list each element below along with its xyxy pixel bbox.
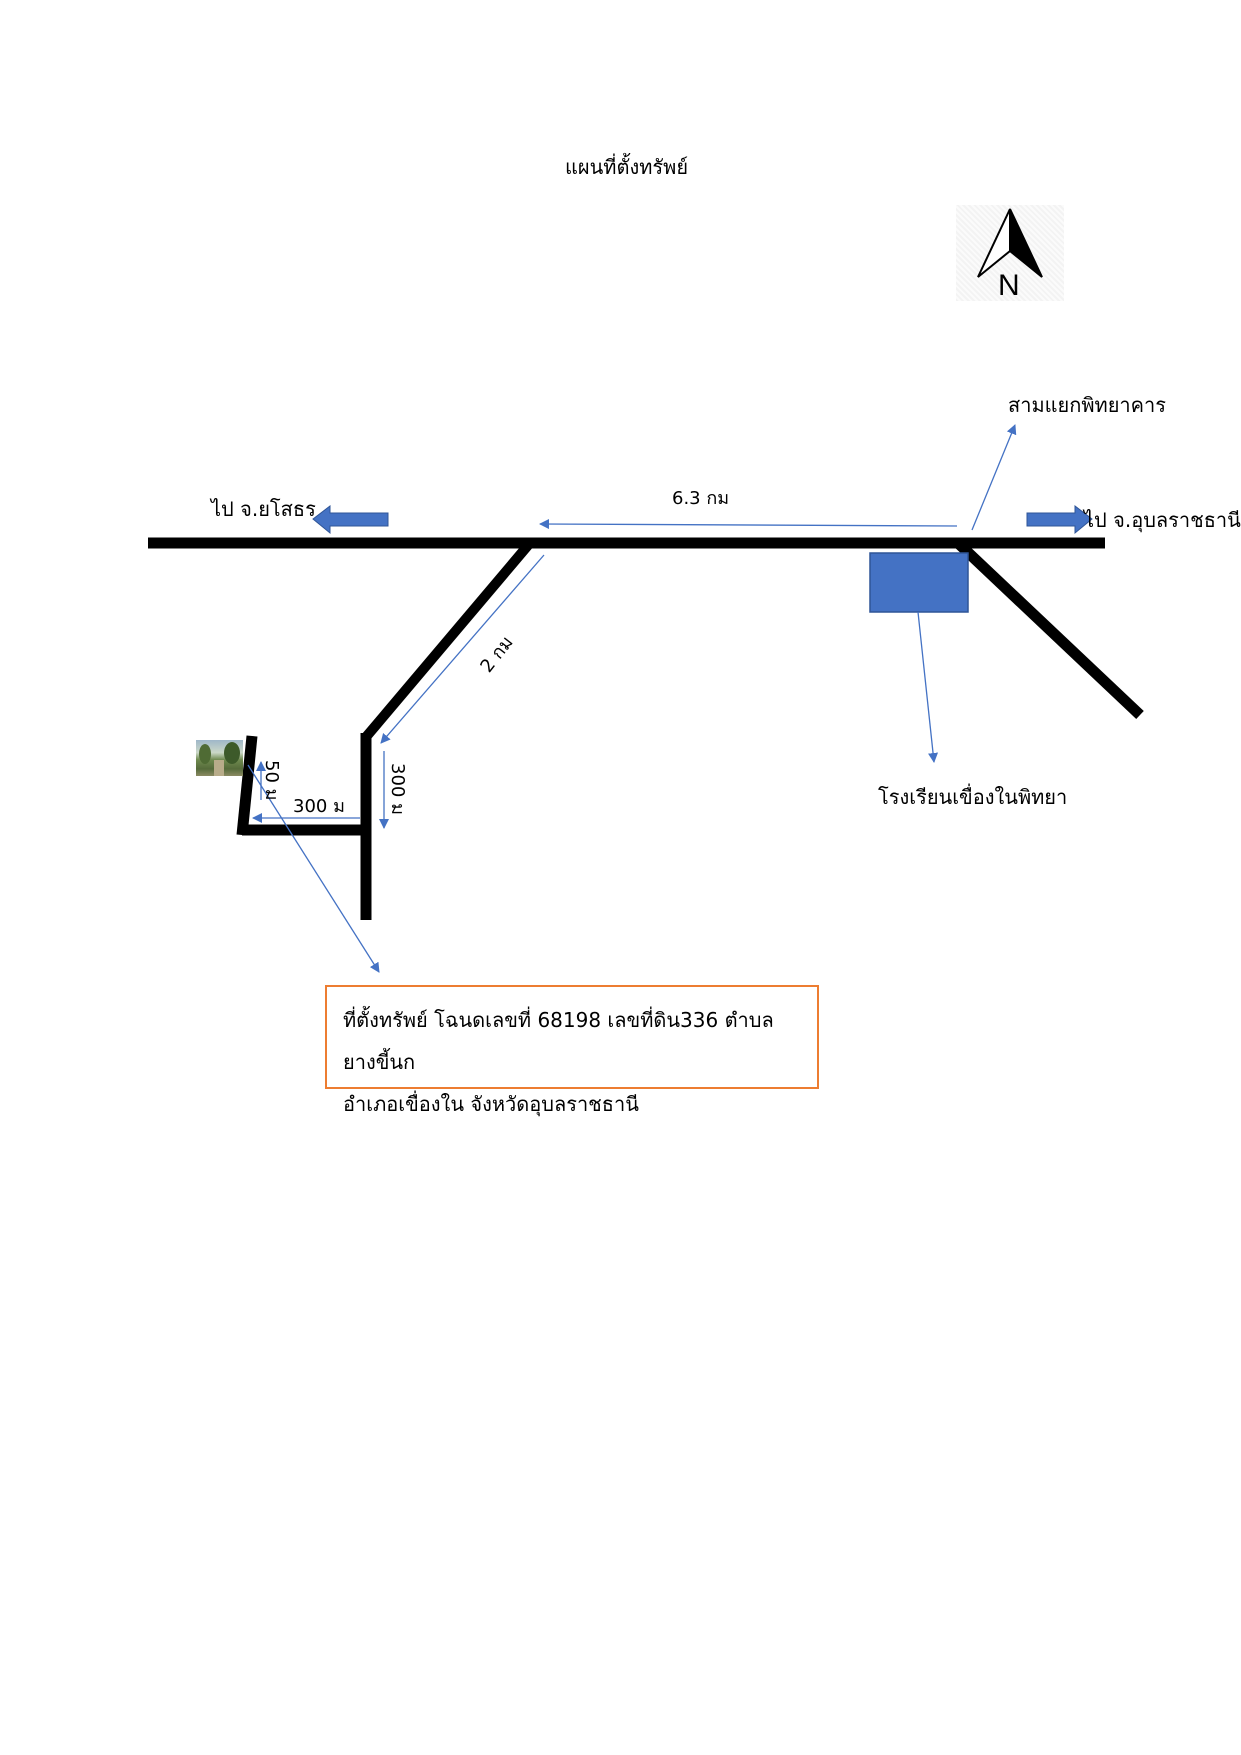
info-line-1: ที่ตั้งทรัพย์ โฉนดเลขที่ 68198 เลขที่ดิน… <box>343 1008 774 1074</box>
info-line-2: อำเภอเขื่องใน จังหวัดอุบลราชธานี <box>343 1092 639 1116</box>
property-info-box: ที่ตั้งทรัพย์ โฉนดเลขที่ 68198 เลขที่ดิน… <box>325 985 819 1116</box>
label-dist-north: 50 ม <box>261 760 282 801</box>
label-dist-main: 6.3 กม <box>672 488 730 509</box>
label-to-yasothon: ไป จ.ยโสธร <box>211 497 316 521</box>
arrow-school-pointer <box>917 611 939 763</box>
property-photo <box>196 740 243 776</box>
arrow-main-distance <box>539 519 958 530</box>
north-arrow-icon <box>977 208 1043 278</box>
arrow-diagonal-distance <box>380 554 545 744</box>
diagonal-road <box>362 539 534 741</box>
page-title: แผนที่ตั้งทรัพย์ <box>565 155 689 179</box>
label-to-ubon: ไป จ.อุบลราชธานี <box>1084 508 1241 532</box>
arrow-junction-pointer <box>971 424 1017 531</box>
east-branch-road <box>954 539 1144 719</box>
label-junction: สามแยกพิทยาคาร <box>1008 393 1167 417</box>
north-arrow: N <box>956 205 1064 301</box>
block-arrow-west <box>312 504 389 535</box>
north-label: N <box>998 269 1020 302</box>
block-arrow-east <box>1026 504 1093 535</box>
label-dist-west: 300 ม <box>293 796 345 817</box>
school-block <box>869 552 969 613</box>
label-dist-south: 300 ม <box>387 763 408 815</box>
north-spur-road <box>236 735 258 836</box>
arrow-info-pointer <box>247 764 380 973</box>
label-school: โรงเรียนเขื่องในพิทยา <box>878 785 1068 809</box>
